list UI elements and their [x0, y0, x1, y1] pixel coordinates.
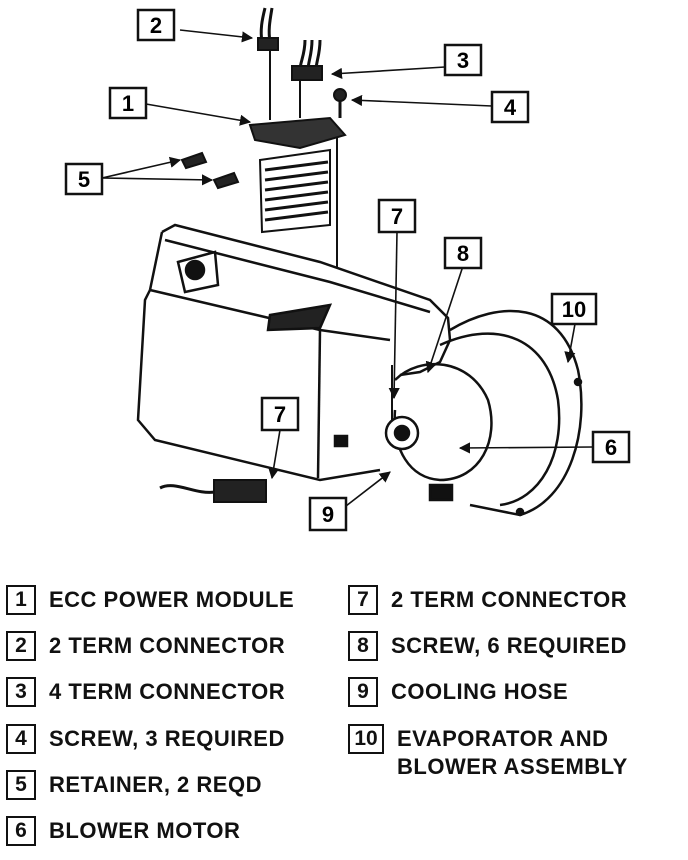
legend-item-9: 9 COOLING HOSE	[348, 677, 568, 707]
legend-label: 4 TERM CONNECTOR	[49, 679, 286, 704]
legend-item-2: 2 2 TERM CONNECTOR	[6, 631, 285, 661]
power-module	[248, 116, 347, 268]
callout-7-lower: 7	[260, 396, 300, 432]
legend-item-3: 3 4 TERM CONNECTOR	[6, 677, 285, 707]
legend-number: 3	[6, 677, 36, 707]
callout-6: 6	[591, 430, 631, 464]
svg-text:7: 7	[274, 402, 286, 427]
legend-label: EVAPORATOR AND BLOWER ASSEMBLY	[397, 726, 628, 779]
legend-item-5: 5 RETAINER, 2 REQD	[6, 770, 262, 800]
legend-number: 2	[6, 631, 36, 661]
legend-label: SCREW, 6 REQUIRED	[391, 633, 627, 658]
legend-label: 2 TERM CONNECTOR	[391, 587, 628, 612]
legend-item-4: 4 SCREW, 3 REQUIRED	[6, 724, 285, 754]
legend-label: ECC POWER MODULE	[49, 587, 295, 612]
svg-text:4: 4	[504, 95, 517, 120]
leader-lines	[101, 29, 594, 507]
svg-text:2: 2	[150, 13, 162, 38]
svg-text:9: 9	[322, 502, 334, 527]
callout-3: 3	[443, 43, 483, 77]
legend-label: SCREW, 3 REQUIRED	[49, 726, 285, 751]
callout-5: 5	[64, 162, 104, 196]
legend-number: 9	[348, 677, 378, 707]
legend-number: 4	[6, 724, 36, 754]
svg-text:7: 7	[391, 204, 403, 229]
legend-number: 10	[348, 724, 384, 754]
legend-label: RETAINER, 2 REQD	[49, 772, 262, 797]
svg-text:10: 10	[562, 297, 586, 322]
legend-number: 7	[348, 585, 378, 615]
legend-item-1: 1 ECC POWER MODULE	[6, 585, 294, 615]
exploded-view-diagram: 2 3 1 4 5 7 8 10 7 6 9	[64, 7, 631, 532]
connectors	[159, 7, 393, 503]
legend-number: 5	[6, 770, 36, 800]
legend-number: 8	[348, 631, 378, 661]
legend-item-7: 7 2 TERM CONNECTOR	[348, 585, 627, 615]
callout-10: 10	[550, 292, 598, 326]
svg-text:6: 6	[605, 435, 617, 460]
svg-text:5: 5	[78, 167, 90, 192]
svg-text:1: 1	[122, 91, 134, 116]
callout-1: 1	[108, 86, 148, 120]
legend-item-8: 8 SCREW, 6 REQUIRED	[348, 631, 627, 661]
legend-label: 2 TERM CONNECTOR	[49, 633, 286, 658]
parts-legend: 1 ECC POWER MODULE 2 2 TERM CONNECTOR 3 …	[0, 560, 688, 860]
callout-2: 2	[136, 8, 176, 42]
legend-number: 1	[6, 585, 36, 615]
callout-4: 4	[490, 90, 530, 124]
legend-label: BLOWER MOTOR	[49, 818, 241, 843]
legend-item-6: 6 BLOWER MOTOR	[6, 816, 240, 846]
svg-text:8: 8	[457, 241, 469, 266]
callout-8: 8	[443, 236, 483, 270]
svg-text:3: 3	[457, 48, 469, 73]
legend-item-10: 10 EVAPORATOR AND BLOWER ASSEMBLY	[348, 724, 628, 781]
legend-number: 6	[6, 816, 36, 846]
blower-housing	[384, 309, 583, 517]
evaporator-housing	[136, 223, 452, 482]
callout-9: 9	[308, 496, 348, 532]
legend-label: COOLING HOSE	[391, 679, 569, 704]
callout-7-upper: 7	[377, 198, 417, 234]
